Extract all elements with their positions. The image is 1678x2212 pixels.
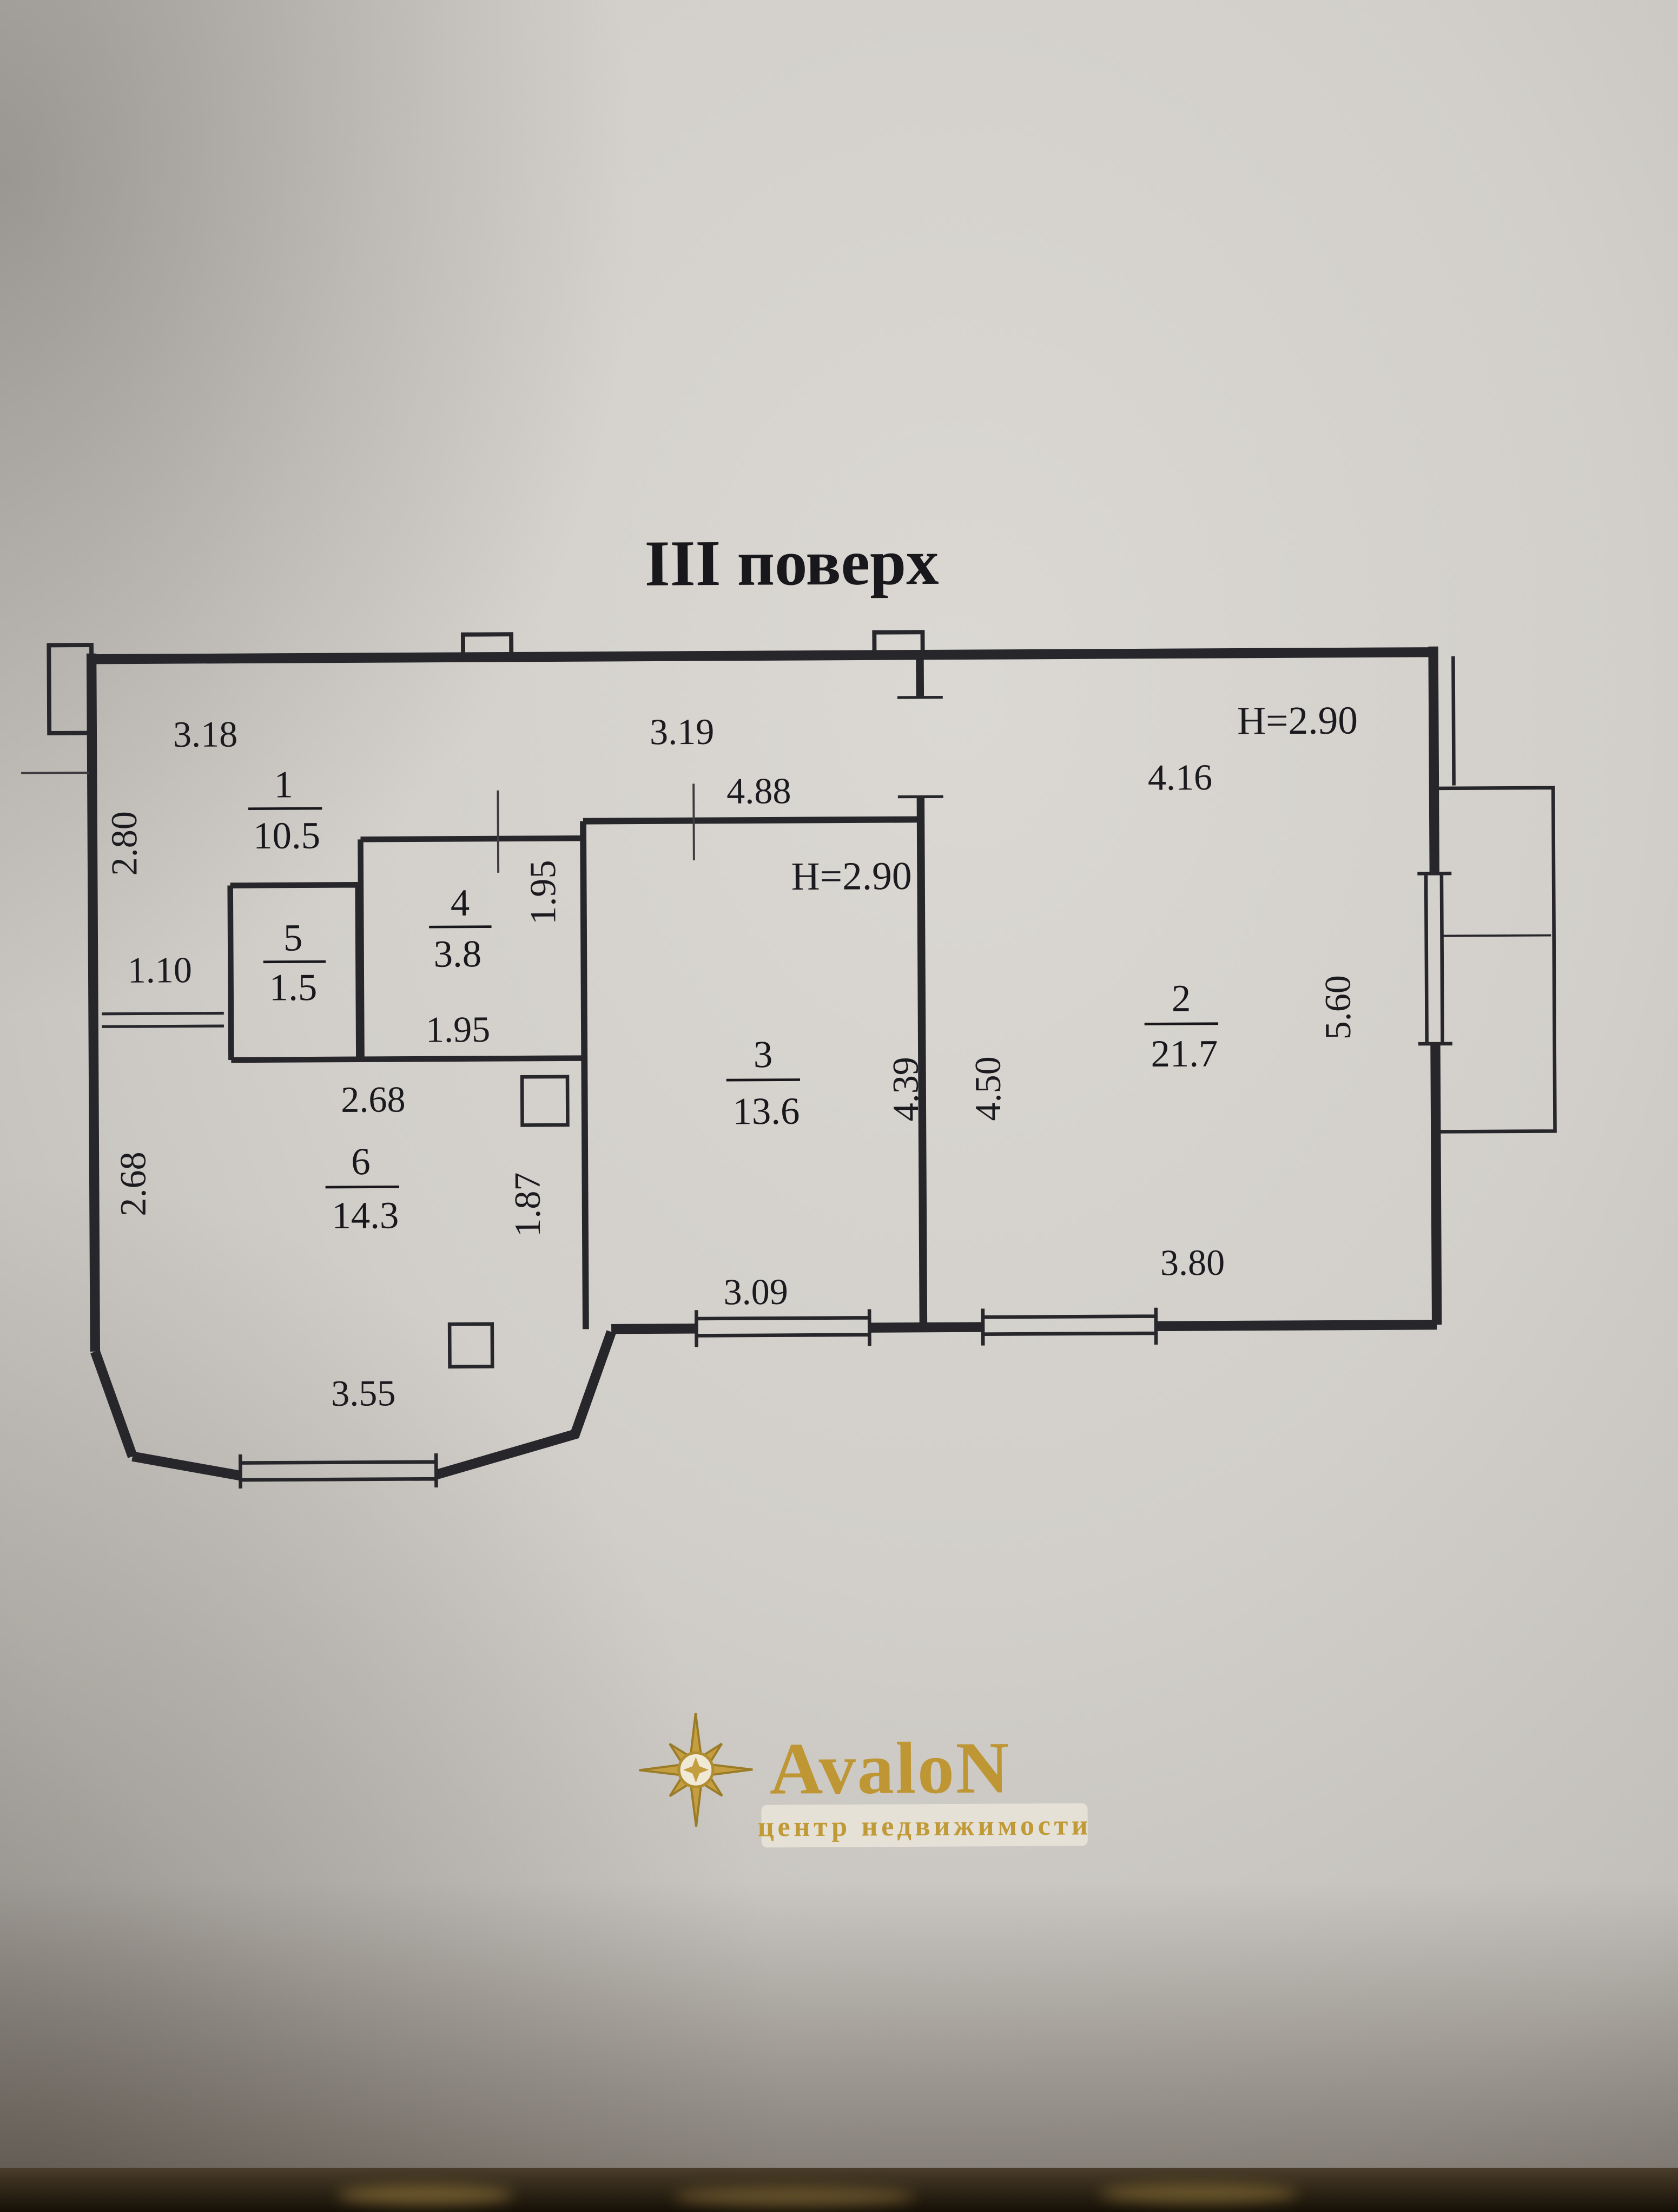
right-wall: [1428, 646, 1442, 1325]
dim-room6-bottom: 3.55: [331, 1372, 396, 1414]
duct-shaft: [520, 1075, 570, 1127]
room-2-number: 2: [1172, 977, 1191, 1019]
height-room2-label: H=2.90: [1237, 698, 1358, 742]
smudge-text: [338, 2185, 514, 2205]
column-room6: [447, 1322, 494, 1369]
door-room2-marks: [897, 696, 943, 799]
room-4-number: 4: [451, 882, 470, 924]
window-balcony-door: [1417, 871, 1452, 1046]
room-5-label: 5 1.5: [263, 917, 326, 1009]
height-room3-label: H=2.90: [791, 854, 911, 898]
room-6-number: 6: [351, 1141, 371, 1183]
dim-room4-right: 1.95: [522, 860, 564, 925]
room-4-label: 4 3.8: [429, 882, 492, 976]
room-3-label: 3 13.6: [726, 1033, 801, 1133]
compass-inner-star: [683, 1757, 709, 1783]
room-2-label: 2 21.7: [1144, 977, 1219, 1075]
dim-room6-top: 2.68: [341, 1078, 406, 1120]
smudge-text: [673, 2186, 915, 2207]
room3-left-wall: [580, 821, 589, 1329]
dim-room2-top: 4.16: [1148, 756, 1213, 798]
room5-walls: [227, 881, 362, 1061]
dim-room3-bottom: 3.09: [723, 1271, 788, 1313]
room56-bottom-wall: [231, 1055, 585, 1063]
dim-room2-left: 4.50: [967, 1056, 1009, 1121]
room-6-label: 6 14.3: [325, 1141, 400, 1237]
smudge-text: [1099, 2183, 1298, 2204]
top-wall: [91, 647, 1433, 664]
room-5-number: 5: [283, 917, 303, 959]
room-1-area: 10.5: [253, 814, 320, 857]
dim-room6-right: 1.87: [506, 1172, 548, 1237]
room-1-number: 1: [274, 763, 293, 806]
window-room3: [694, 1309, 871, 1347]
logo-tagline-band: [761, 1803, 1088, 1848]
top-wall-pier-right: [872, 630, 925, 657]
room-2-area: 21.7: [1151, 1032, 1218, 1075]
dim-room2-right: 5.60: [1317, 975, 1358, 1040]
dim-room2-bottom: 3.80: [1160, 1242, 1225, 1283]
balcony-outline: [1433, 786, 1557, 1134]
plan-title: III поверх: [644, 526, 939, 600]
room-6-area: 14.3: [332, 1194, 399, 1237]
logo-brand: AvaloN: [769, 1727, 1010, 1809]
dim-ticks: [21, 772, 695, 873]
room-1-fraction-line: [248, 807, 322, 811]
compass-icon: [639, 1713, 753, 1827]
dim-hall-width: 4.88: [726, 770, 791, 812]
room3-top-wall: [583, 816, 921, 825]
photo-bottom-edge: [0, 2168, 1678, 2212]
plan-walls: [21, 630, 1557, 1489]
room-4-area: 3.8: [433, 933, 481, 975]
chamfer-wall: [90, 1349, 137, 1458]
room-5-area: 1.5: [269, 966, 318, 1009]
left-wall: [86, 653, 101, 1352]
dim-room3-right: 4.39: [884, 1057, 926, 1122]
door-corridor-marks: [102, 1011, 224, 1028]
bay-wall-left: [131, 1451, 242, 1481]
room-labels: 1 10.5 4 3.8 5 1.5 3 13.6 2: [248, 763, 1219, 1237]
room-3-fraction-line: [726, 1078, 801, 1082]
bay-wall-right: [434, 1330, 616, 1480]
room2-left-wall: [916, 655, 928, 1328]
window-bay: [239, 1453, 438, 1489]
logo-tagline: центр недвижимости: [758, 1809, 1092, 1842]
right-wall-inner-line: [1451, 656, 1456, 786]
agency-logo: AvaloN центр недвижимости: [639, 1713, 1092, 1848]
room-1-label: 1 10.5: [248, 763, 322, 857]
dim-room6-left: 2.68: [112, 1151, 154, 1216]
dim-top-left: 3.18: [173, 713, 238, 755]
room-3-number: 3: [754, 1033, 773, 1076]
room-3-area: 13.6: [732, 1090, 800, 1133]
dim-corridor: 1.10: [128, 949, 193, 991]
window-room2: [981, 1307, 1158, 1346]
dim-left-upper: 2.80: [103, 811, 145, 876]
top-wall-pier-left: [460, 632, 514, 660]
dim-room4-bottom: 1.95: [426, 1009, 491, 1050]
dim-top-mid: 3.19: [650, 711, 715, 753]
plan-dimensions: 3.18 3.19 H=2.90 4.88 4.16 2.80 1.95 1.1…: [103, 698, 1358, 1414]
